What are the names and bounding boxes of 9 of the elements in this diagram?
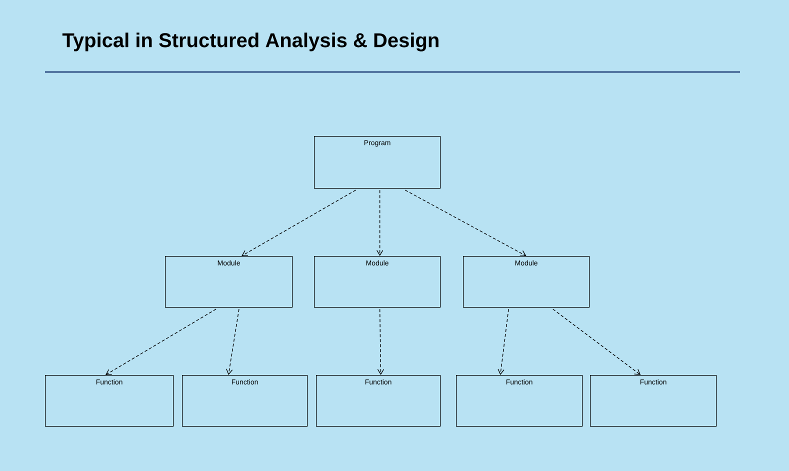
arrow [404, 190, 526, 256]
arrow [552, 308, 641, 375]
arrow [376, 190, 384, 256]
arrow [377, 308, 384, 375]
arrow [242, 190, 356, 256]
slide-title: Typical in Structured Analysis & Design [62, 32, 438, 52]
arrow [226, 308, 240, 375]
arrow [498, 308, 509, 375]
arrow [105, 308, 216, 376]
